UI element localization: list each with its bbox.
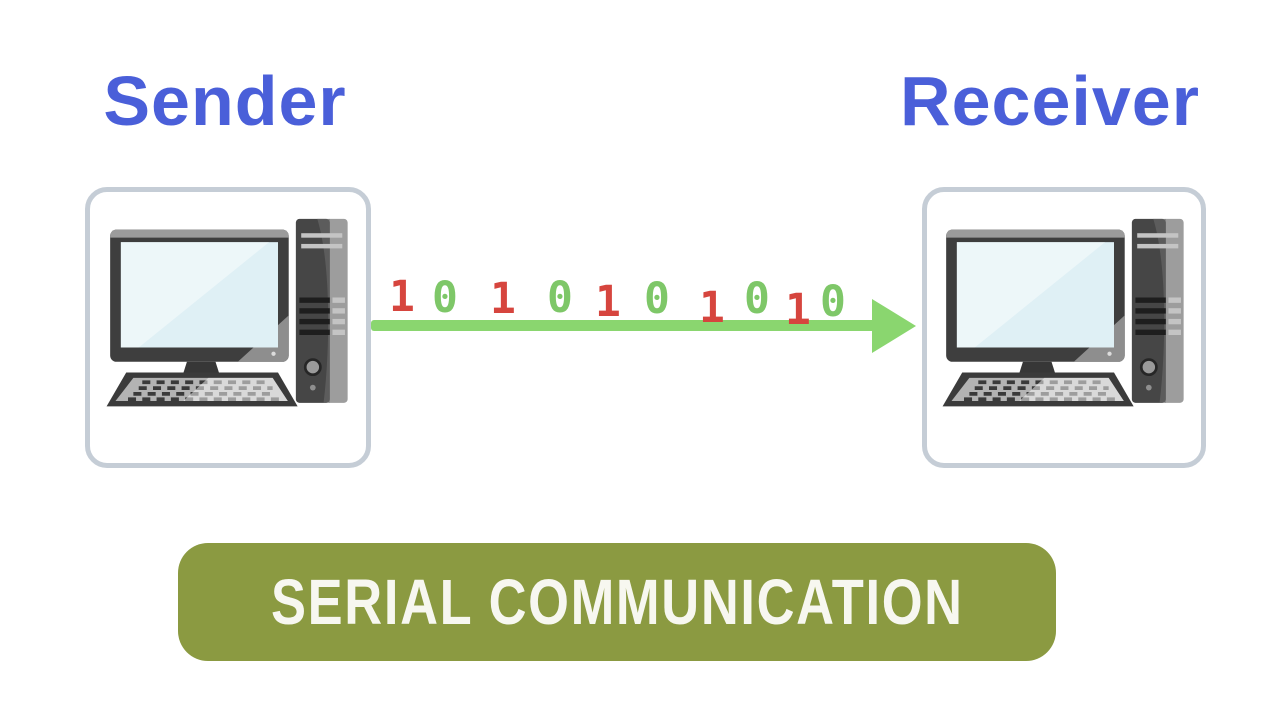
bit: 0 [644, 274, 670, 324]
bit: 1 [490, 274, 516, 324]
receiver-computer-box [922, 187, 1206, 468]
receiver-label: Receiver [900, 62, 1200, 140]
caption-text: SERIAL COMMUNICATION [270, 566, 964, 638]
sender-computer-box [85, 187, 371, 468]
bit: 0 [820, 277, 846, 327]
bit: 0 [547, 273, 573, 323]
bit: 0 [432, 273, 458, 323]
desktop-computer-icon [103, 210, 353, 415]
sender-label: Sender [103, 62, 347, 140]
desktop-computer-icon [939, 210, 1189, 415]
caption-banner: SERIAL COMMUNICATION [178, 543, 1056, 661]
data-arrow-line [371, 320, 876, 331]
right-arrow-head-icon [872, 299, 916, 353]
bit: 1 [389, 272, 415, 322]
bit: 1 [595, 277, 621, 327]
bit: 0 [744, 274, 770, 324]
